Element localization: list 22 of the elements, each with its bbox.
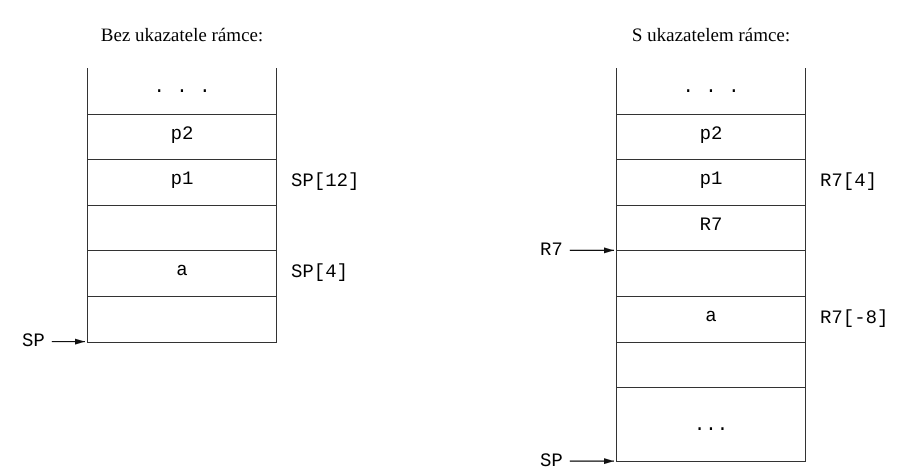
offset-label: R7[4]: [820, 170, 878, 192]
pointer-label: SP: [22, 331, 45, 351]
cell-label: . . .: [682, 76, 740, 98]
cell-label: . . .: [153, 76, 210, 98]
pointer-label: SP: [540, 451, 563, 468]
cell-label: a: [176, 259, 188, 282]
offset-label: SP[12]: [291, 170, 360, 192]
pointer-arrow: [570, 247, 614, 254]
cell-label: p1: [700, 168, 722, 190]
offset-label: R7[-8]: [820, 306, 888, 329]
cell-label: ...: [694, 414, 728, 436]
pointer-arrow: [570, 458, 614, 464]
diagram-heading: Bez ukazatele rámce:: [100, 25, 264, 47]
pointer-label: R7: [540, 240, 563, 260]
cell-label: p1: [170, 168, 194, 190]
offset-label: SP[4]: [291, 261, 348, 284]
cell-label: R7: [700, 214, 722, 236]
cell-label: p2: [700, 122, 722, 145]
pointer-arrow: [52, 338, 85, 345]
diagram-heading: S ukazatelem rámce:: [632, 25, 790, 47]
cell-label: p2: [170, 122, 194, 145]
cell-label: a: [705, 304, 717, 327]
